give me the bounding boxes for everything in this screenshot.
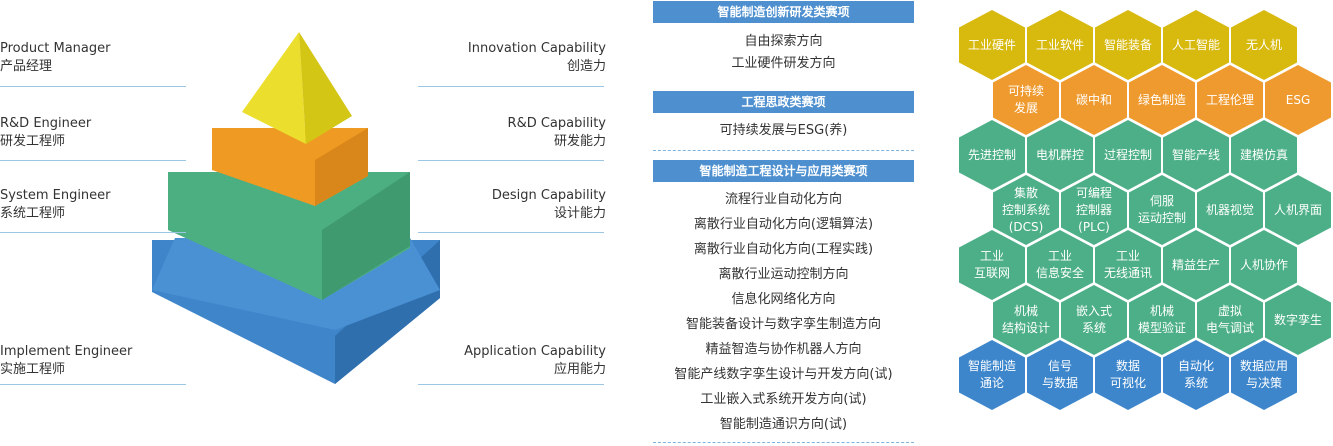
pyramid-layer-yellow-side [299,32,352,144]
hex-cell: 建模仿真 [1231,120,1297,190]
hex-cell: 嵌入式 系统 [1061,285,1127,355]
hex-cell: 数据 可视化 [1095,340,1161,410]
hex-cell: 过程控制 [1095,120,1161,190]
capability-label-en: Innovation Capability [467,41,606,56]
hex-cell: 虚拟 电气调试 [1197,285,1263,355]
hex-cell: 工业硬件 [959,10,1025,80]
dashed-divider [653,442,914,443]
capability-label-en: Design Capability [491,188,606,203]
section-item: 离散行业自动化方向(工程实践) [693,242,874,257]
hex-cell: 工业软件 [1027,10,1093,80]
hex-cell: 人机协作 [1231,230,1297,300]
hex-cell: 绿色制造 [1129,65,1195,135]
pyramid-layer-green-side [322,172,410,300]
section-item: 精益智造与协作机器人方向 [705,342,862,357]
section-header-design-application: 智能制造工程设计与应用类赛项 [653,160,914,182]
capability-application: Application Capability 应用能力 [418,343,606,379]
capability-label-cn: 创造力 [566,59,606,74]
divider [418,86,604,87]
capability-label-en: R&D Capability [507,116,606,131]
hex-cell: 先进控制 [959,120,1025,190]
section-item: 工业硬件研发方向 [731,56,836,71]
hex-cell: 集散 控制系统 (DCS) [993,175,1059,245]
role-system-engineer: System Engineer 系统工程师 [0,187,188,223]
hex-cell: 数字孪生 [1265,285,1331,355]
hex-cell: 机器视觉 [1197,175,1263,245]
role-label-cn: 研发工程师 [0,134,66,149]
role-label-en: Product Manager [0,41,111,56]
hex-cell: 自动化 系统 [1163,340,1229,410]
section-item: 流程行业自动化方向 [724,192,842,207]
hex-cell: ESG [1265,65,1331,135]
hex-cell: 伺服 运动控制 [1129,175,1195,245]
capability-rd: R&D Capability 研发能力 [418,115,606,151]
capability-pyramid [152,32,440,384]
capability-label-cn: 设计能力 [553,206,606,221]
hex-cell: 信号 与数据 [1027,340,1093,410]
role-label-cn: 产品经理 [0,59,53,74]
section-item: 智能产线数字孪生设计与开发方向(试) [674,367,893,382]
section-item: 智能制造通识方向(试) [719,417,848,432]
divider [0,160,186,161]
pyramid-layer-yellow-front [242,32,306,144]
capability-label-en: Application Capability [464,344,606,359]
hex-cell: 工业 互联网 [959,230,1025,300]
hex-cell: 精益生产 [1163,230,1229,300]
role-label-en: System Engineer [0,188,111,203]
hex-cell: 可编程 控制器 (PLC) [1061,175,1127,245]
role-product-manager: Product Manager 产品经理 [0,40,188,76]
section-item: 工业嵌入式系统开发方向(试) [700,392,867,407]
divider [0,384,186,385]
capability-label-cn: 应用能力 [553,362,606,377]
role-label-cn: 实施工程师 [0,362,66,377]
capability-design: Design Capability 设计能力 [418,187,606,223]
dashed-divider [653,150,914,151]
hex-cell: 工业 无线通讯 [1095,230,1161,300]
hex-cell: 电机群控 [1027,120,1093,190]
hex-cell: 智能制造 通论 [959,340,1025,410]
hex-cell: 机械 结构设计 [993,285,1059,355]
section-item: 信息化网络化方向 [731,292,836,307]
role-rd-engineer: R&D Engineer 研发工程师 [0,115,188,151]
hex-cell: 碳中和 [1061,65,1127,135]
hex-cell: 智能装备 [1095,10,1161,80]
section-item: 离散行业自动化方向(逻辑算法) [693,217,874,232]
capability-label-cn: 研发能力 [553,134,606,149]
section-header-ethics: 工程思政类赛项 [653,91,914,113]
divider [418,160,604,161]
divider [0,86,186,87]
section-item: 可持续发展与ESG(养) [719,123,848,138]
capability-innovation: Innovation Capability 创造力 [418,40,606,76]
hex-cell: 可持续 发展 [993,65,1059,135]
section-item: 智能装备设计与数字孪生制造方向 [685,317,881,332]
role-label-en: R&D Engineer [0,116,92,131]
role-implement-engineer: Implement Engineer 实施工程师 [0,343,188,379]
hex-cell: 数据应用 与决策 [1231,340,1297,410]
hex-cell: 无人机 [1231,10,1297,80]
hex-cell: 机械 模型验证 [1129,285,1195,355]
section-header-innovation: 智能制造创新研发类赛项 [653,1,914,23]
hex-cell: 智能产线 [1163,120,1229,190]
role-label-cn: 系统工程师 [0,206,66,221]
divider [0,232,186,233]
section-item: 离散行业运动控制方向 [718,267,849,282]
divider [418,384,604,385]
hex-cell: 工业 信息安全 [1027,230,1093,300]
section-item: 自由探索方向 [744,34,823,49]
pyramid-layer-orange-side [315,128,368,206]
divider [418,232,604,233]
hex-cell: 工程伦理 [1197,65,1263,135]
hex-cell: 人机界面 [1265,175,1331,245]
hex-cell: 人工智能 [1163,10,1229,80]
role-label-en: Implement Engineer [0,344,133,359]
